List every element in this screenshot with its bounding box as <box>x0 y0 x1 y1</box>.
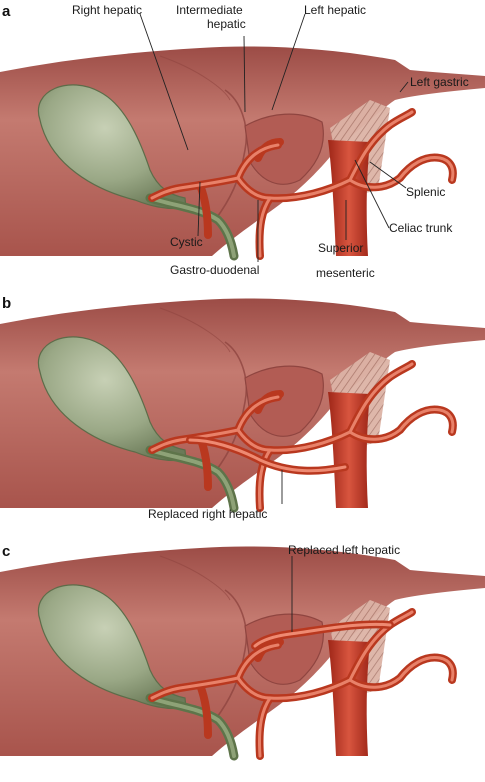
label-celiac-trunk: Celiac trunk <box>389 221 453 235</box>
label-cystic: Cystic <box>170 235 203 249</box>
panel-a: a Right hepatic Intermediate hepatic Lef… <box>0 3 485 280</box>
label-right-hepatic: Right hepatic <box>72 3 142 17</box>
label-superior-mesenteric-line1: Superior <box>318 241 363 255</box>
panel-b-anatomy <box>0 299 485 509</box>
label-gastroduodenal: Gastro-duodenal <box>170 263 259 277</box>
label-left-hepatic: Left hepatic <box>304 3 366 17</box>
label-replaced-right-hepatic: Replaced right hepatic <box>148 507 267 521</box>
panel-letter-b: b <box>2 295 11 312</box>
label-intermediate-hepatic-line1: Intermediate <box>176 3 243 17</box>
panel-letter-c: c <box>2 543 10 560</box>
label-superior-mesenteric-line2: mesenteric <box>316 266 375 280</box>
label-replaced-left-hepatic: Replaced left hepatic <box>288 543 400 557</box>
panel-letter-a: a <box>2 3 11 20</box>
label-splenic: Splenic <box>406 185 445 199</box>
panel-b: b Replaced right hepatic <box>0 295 485 521</box>
panel-a-leaders <box>139 13 409 262</box>
panel-c-anatomy <box>0 547 485 757</box>
label-left-gastric: Left gastric <box>410 75 469 89</box>
label-intermediate-hepatic-line2: hepatic <box>207 17 246 31</box>
panel-c: c Replaced left hepatic <box>0 543 485 756</box>
